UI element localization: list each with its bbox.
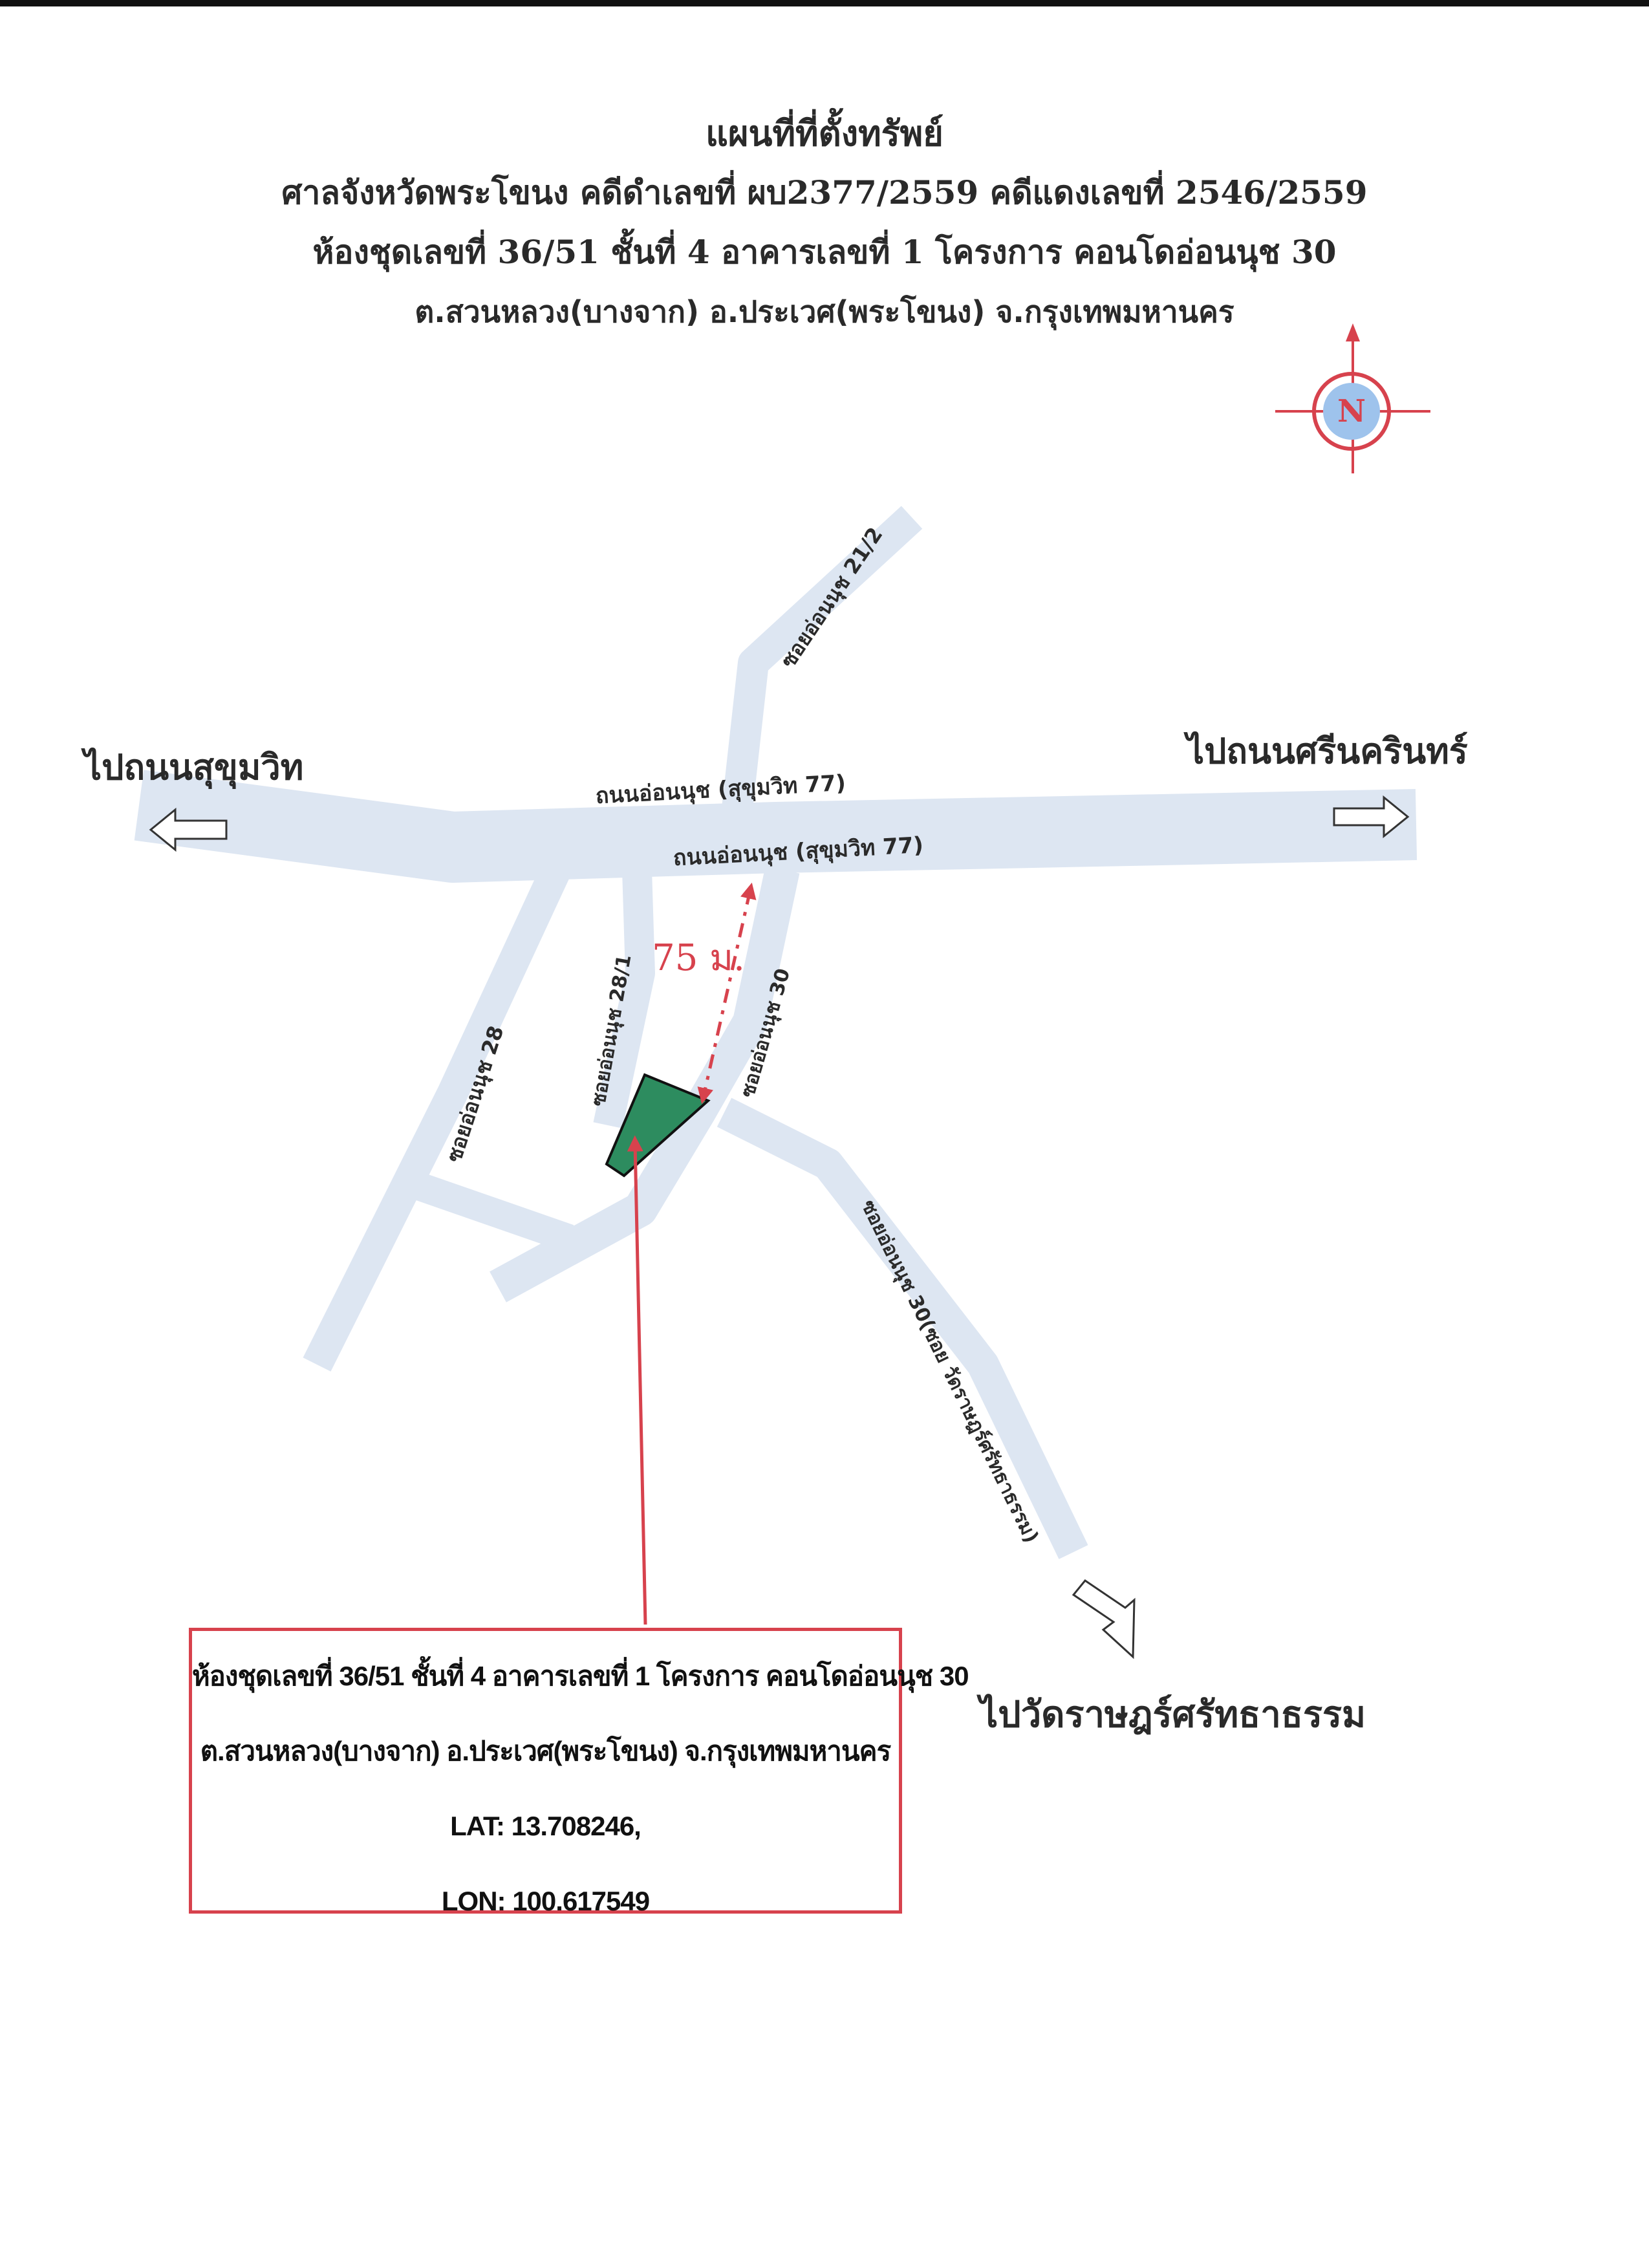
compass-icon: N	[1275, 323, 1430, 473]
road-soi-28-1	[593, 869, 655, 1129]
page-title: แผนที่ที่ตั้งทรัพย์	[706, 113, 943, 154]
label-soi-21-2: ซอยอ่อนนุช 21/2	[775, 523, 889, 673]
road-on-nut-main	[134, 770, 1417, 883]
road-network	[134, 506, 1417, 1559]
arrow-left-icon	[149, 807, 228, 852]
label-soi-30-wat: ซอยอ่อนนุช 30(ซอย วัดราษฎร์ศรัทธาธรรม)	[856, 1196, 1043, 1547]
label-to-sukhumvit: ไปถนนสุขุมวิท	[81, 747, 303, 790]
pointer-line	[627, 1135, 647, 1625]
compass-north-letter: N	[1337, 393, 1366, 429]
property-info-box: ห้องชุดเลขที่ 36/51 ชั้นที่ 4 อาคารเลขที…	[189, 1628, 969, 1916]
court-case-line: ศาลจังหวัดพระโขนง คดีดำเลขที่ ผบ2377/255…	[281, 173, 1368, 211]
distance-label: 75 ม.	[652, 937, 745, 979]
info-address-line: ต.สวนหลวง(บางจาก) อ.ประเวศ(พระโขนง) จ.กร…	[200, 1736, 891, 1766]
arrow-right-icon	[1333, 795, 1410, 839]
arrow-down-right-icon	[1072, 1579, 1136, 1659]
label-to-wat: ไปวัดราษฎร์ศรัทธาธรรม	[976, 1693, 1366, 1736]
info-longitude: LON: 100.617549	[441, 1886, 650, 1916]
label-to-srinakarin: ไปถนนศรีนครินทร์	[1183, 731, 1468, 772]
road-soi-21-2	[722, 506, 923, 810]
road-soi-30-wat	[717, 1097, 1088, 1559]
info-latitude: LAT: 13.708246,	[450, 1811, 641, 1841]
info-unit-line: ห้องชุดเลขที่ 36/51 ชั้นที่ 4 อาคารเลขที…	[192, 1661, 969, 1691]
road-soi-28	[303, 863, 570, 1372]
map-header: แผนที่ที่ตั้งทรัพย์ ศาลจังหวัดพระโขนง คด…	[0, 103, 1649, 341]
unit-description-line: ห้องชุดเลขที่ 36/51 ชั้นที่ 4 อาคารเลขที…	[312, 233, 1337, 271]
road-soi-28-connector	[415, 1173, 574, 1252]
top-border-rule	[0, 0, 1649, 6]
distance-indicator	[697, 882, 757, 1105]
road-soi-30	[490, 866, 800, 1302]
address-line: ต.สวนหลวง(บางจาก) อ.ประเวศ(พระโขนง) จ.กร…	[415, 294, 1234, 329]
